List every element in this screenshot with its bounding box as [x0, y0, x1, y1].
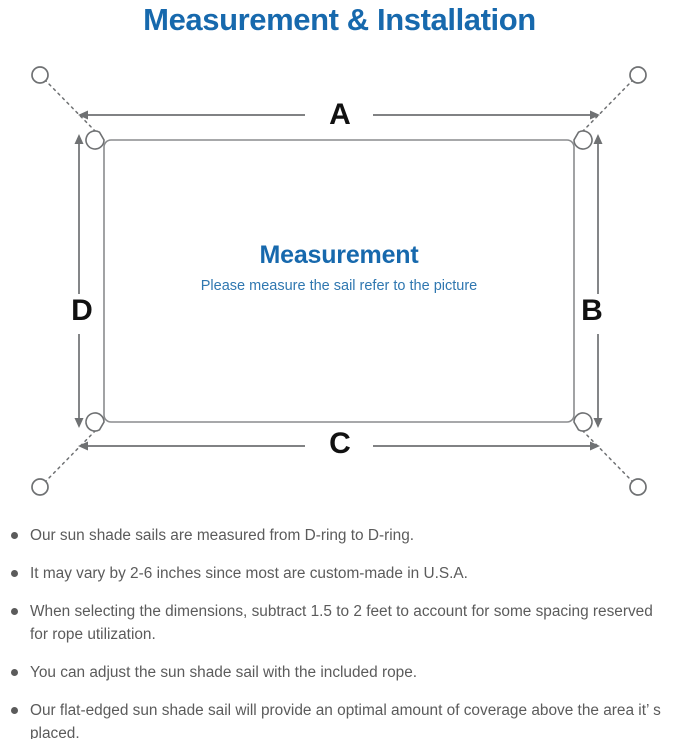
note-text: When selecting the dimensions, subtract …: [30, 603, 653, 643]
d-ring-top-right: [573, 130, 593, 150]
list-item: Our sun shade sails are measured from D-…: [0, 524, 679, 547]
bullet-icon: [11, 608, 18, 615]
page-title: Measurement & Installation: [143, 2, 536, 37]
rope-top-left: [45, 80, 101, 137]
d-ring-bottom-left: [85, 412, 105, 432]
notes-list: Our sun shade sails are measured from D-…: [0, 524, 679, 739]
d-ring-bottom-right: [573, 412, 593, 432]
bullet-icon: [11, 707, 18, 714]
rope-bottom-left: [45, 425, 101, 482]
bullet-icon: [11, 570, 18, 577]
list-item: When selecting the dimensions, subtract …: [0, 600, 679, 646]
d-ring-top-left: [85, 130, 105, 150]
anchor-ring-top-left: [31, 66, 49, 84]
list-item: It may vary by 2-6 inches since most are…: [0, 562, 679, 585]
sail-outline: [103, 139, 575, 423]
sun-shade-sail-measurement-diagram: A B C D Measurement Please measure the s…: [0, 44, 679, 514]
anchor-ring-bottom-left: [31, 478, 49, 496]
bullet-icon: [11, 669, 18, 676]
diagram-svg: [31, 66, 647, 496]
sail-label: Measurement: [259, 241, 419, 269]
dimension-label-b: B: [581, 294, 603, 327]
dimension-label-a: A: [329, 98, 351, 131]
anchor-ring-bottom-right: [629, 478, 647, 496]
list-item: Our flat-edged sun shade sail will provi…: [0, 699, 679, 739]
note-text: It may vary by 2-6 inches since most are…: [30, 565, 468, 582]
note-text: You can adjust the sun shade sail with t…: [30, 664, 418, 681]
sail-center-label-group: Measurement Please measure the sail refe…: [104, 239, 574, 296]
note-text: Our sun shade sails are measured from D-…: [30, 527, 415, 544]
dimension-label-c: C: [329, 427, 351, 460]
note-text: Our flat-edged sun shade sail will provi…: [30, 702, 661, 739]
rope-bottom-right: [577, 425, 633, 482]
list-item: You can adjust the sun shade sail with t…: [0, 661, 679, 684]
bullet-icon: [11, 532, 18, 539]
rope-top-right: [577, 80, 633, 137]
dimension-label-d: D: [71, 294, 93, 327]
anchor-ring-top-right: [629, 66, 647, 84]
sail-sublabel: Please measure the sail refer to the pic…: [200, 278, 478, 294]
